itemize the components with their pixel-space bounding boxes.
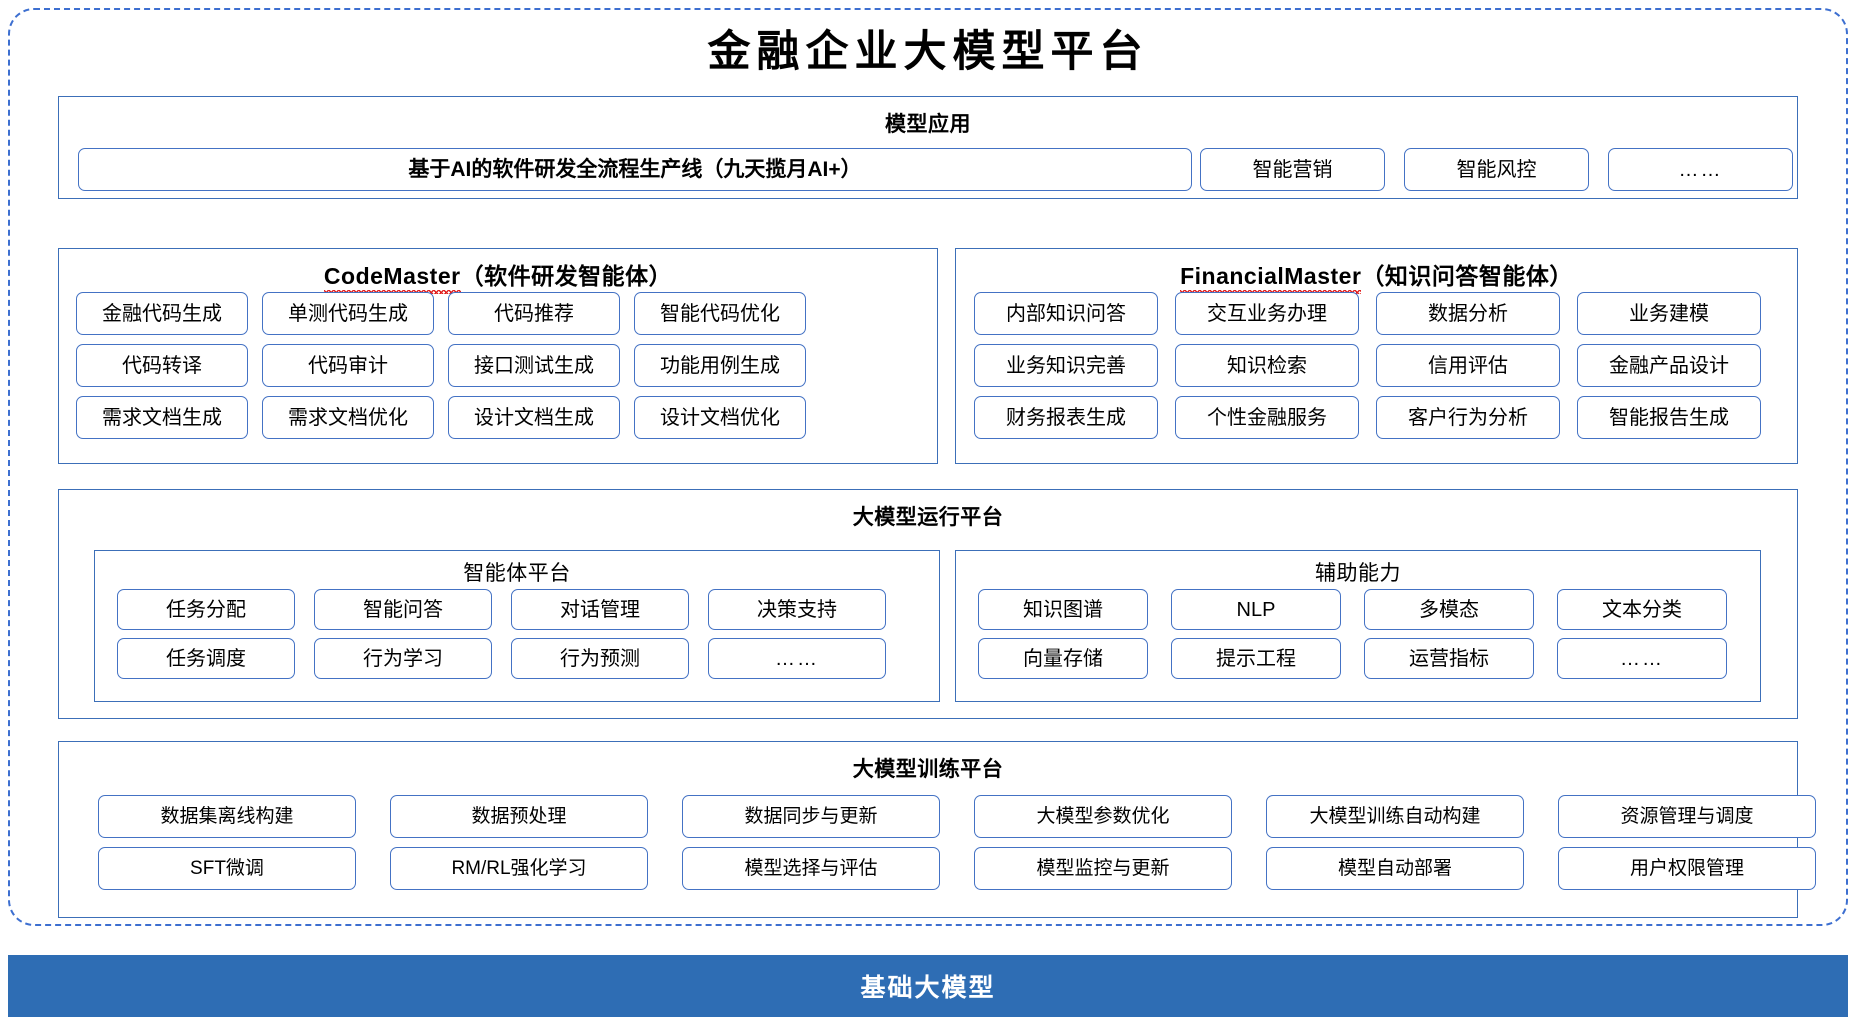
chip-ai-production-line[interactable]: 基于AI的软件研发全流程生产线（九天揽月AI+） [78,148,1192,191]
chip-agent-platform-item[interactable]: 对话管理 [511,589,689,630]
chip-support-capability-item[interactable]: 文本分类 [1557,589,1727,630]
financial-master-name-label: FinancialMaster [1180,263,1362,294]
chip-support-capability-item[interactable]: 向量存储 [978,638,1148,679]
chip-training-platform-item[interactable]: SFT微调 [98,847,356,890]
chip-code-master-item[interactable]: 设计文档生成 [448,396,620,439]
grid-code-master-items: 金融代码生成 单测代码生成 代码推荐 智能代码优化 代码转译 代码审计 接口测试… [76,292,806,439]
chip-financial-master-item[interactable]: 业务建模 [1577,292,1761,335]
chip-code-master-item[interactable]: 需求文档生成 [76,396,248,439]
chip-code-master-item[interactable]: 功能用例生成 [634,344,806,387]
chip-financial-master-item[interactable]: 业务知识完善 [974,344,1158,387]
chip-support-capability-item[interactable]: 运营指标 [1364,638,1534,679]
panel-code-master-title: CodeMaster（软件研发智能体） [59,257,937,294]
grid-support-capability-items: 知识图谱 NLP 多模态 文本分类 向量存储 提示工程 运营指标 …… [978,589,1727,679]
page-title: 金融企业大模型平台 [707,27,1149,77]
chip-financial-master-item[interactable]: 财务报表生成 [974,396,1158,439]
chip-training-platform-item[interactable]: RM/RL强化学习 [390,847,648,890]
chip-financial-master-item[interactable]: 金融产品设计 [1577,344,1761,387]
panel-model-application-title: 模型应用 [885,113,971,136]
chip-agent-platform-item[interactable]: 智能问答 [314,589,492,630]
chip-smart-risk-control[interactable]: 智能风控 [1404,148,1589,191]
panel-financial-master-title: FinancialMaster（知识问答智能体） [956,257,1797,294]
chip-smart-marketing[interactable]: 智能营销 [1200,148,1385,191]
chip-support-capability-more[interactable]: …… [1557,638,1727,679]
chip-code-master-item[interactable]: 接口测试生成 [448,344,620,387]
chip-financial-master-item[interactable]: 内部知识问答 [974,292,1158,335]
code-master-name-label: CodeMaster [323,263,461,294]
chip-financial-master-item[interactable]: 知识检索 [1175,344,1359,387]
grid-financial-master-items: 内部知识问答 交互业务办理 数据分析 业务建模 业务知识完善 知识检索 信用评估… [974,292,1761,439]
chip-training-platform-item[interactable]: 模型选择与评估 [682,847,940,890]
chip-code-master-item[interactable]: 设计文档优化 [634,396,806,439]
chip-training-platform-item[interactable]: 模型自动部署 [1266,847,1524,890]
chip-agent-platform-item[interactable]: 决策支持 [708,589,886,630]
chip-code-master-item[interactable]: 单测代码生成 [262,292,434,335]
base-model-label: 基础大模型 [860,974,996,1002]
chip-model-application-more[interactable]: …… [1608,148,1793,191]
chip-code-master-item[interactable]: 需求文档优化 [262,396,434,439]
chip-code-master-item[interactable]: 代码推荐 [448,292,620,335]
panel-support-capability-title: 辅助能力 [1315,562,1401,585]
chip-agent-platform-item[interactable]: 行为预测 [511,638,689,679]
chip-training-platform-item[interactable]: 数据同步与更新 [682,795,940,838]
chip-support-capability-item[interactable]: 多模态 [1364,589,1534,630]
code-master-subtitle-label: （软件研发智能体） [460,263,673,289]
chip-code-master-item[interactable]: 代码转译 [76,344,248,387]
chip-agent-platform-item[interactable]: 任务调度 [117,638,295,679]
chip-support-capability-item[interactable]: 知识图谱 [978,589,1148,630]
chip-financial-master-item[interactable]: 交互业务办理 [1175,292,1359,335]
chip-code-master-item[interactable]: 金融代码生成 [76,292,248,335]
chip-support-capability-item[interactable]: 提示工程 [1171,638,1341,679]
chip-training-platform-item[interactable]: 数据预处理 [390,795,648,838]
chip-agent-platform-more[interactable]: …… [708,638,886,679]
financial-master-subtitle-label: （知识问答智能体） [1361,263,1573,289]
chip-financial-master-item[interactable]: 信用评估 [1376,344,1560,387]
panel-training-platform-title: 大模型训练平台 [852,758,1004,781]
chip-training-platform-item[interactable]: 用户权限管理 [1558,847,1816,890]
outer-dashed-frame [8,8,1848,926]
chip-financial-master-item[interactable]: 智能报告生成 [1577,396,1761,439]
chip-training-platform-item[interactable]: 模型监控与更新 [974,847,1232,890]
panel-runtime-platform-title: 大模型运行平台 [852,506,1004,529]
chip-agent-platform-item[interactable]: 任务分配 [117,589,295,630]
chip-financial-master-item[interactable]: 客户行为分析 [1376,396,1560,439]
chip-code-master-item[interactable]: 代码审计 [262,344,434,387]
chip-agent-platform-item[interactable]: 行为学习 [314,638,492,679]
chip-support-capability-item[interactable]: NLP [1171,589,1341,630]
chip-training-platform-item[interactable]: 资源管理与调度 [1558,795,1816,838]
chip-code-master-item[interactable]: 智能代码优化 [634,292,806,335]
grid-training-platform-items: 数据集离线构建 数据预处理 数据同步与更新 大模型参数优化 大模型训练自动构建 … [98,795,1816,890]
grid-agent-platform-items: 任务分配 智能问答 对话管理 决策支持 任务调度 行为学习 行为预测 …… [117,589,886,679]
chip-training-platform-item[interactable]: 大模型训练自动构建 [1266,795,1524,838]
chip-training-platform-item[interactable]: 数据集离线构建 [98,795,356,838]
panel-agent-platform-title: 智能体平台 [463,562,571,585]
chip-training-platform-item[interactable]: 大模型参数优化 [974,795,1232,838]
chip-financial-master-item[interactable]: 个性金融服务 [1175,396,1359,439]
chip-financial-master-item[interactable]: 数据分析 [1376,292,1560,335]
base-model-bar: 基础大模型 [8,955,1848,1017]
